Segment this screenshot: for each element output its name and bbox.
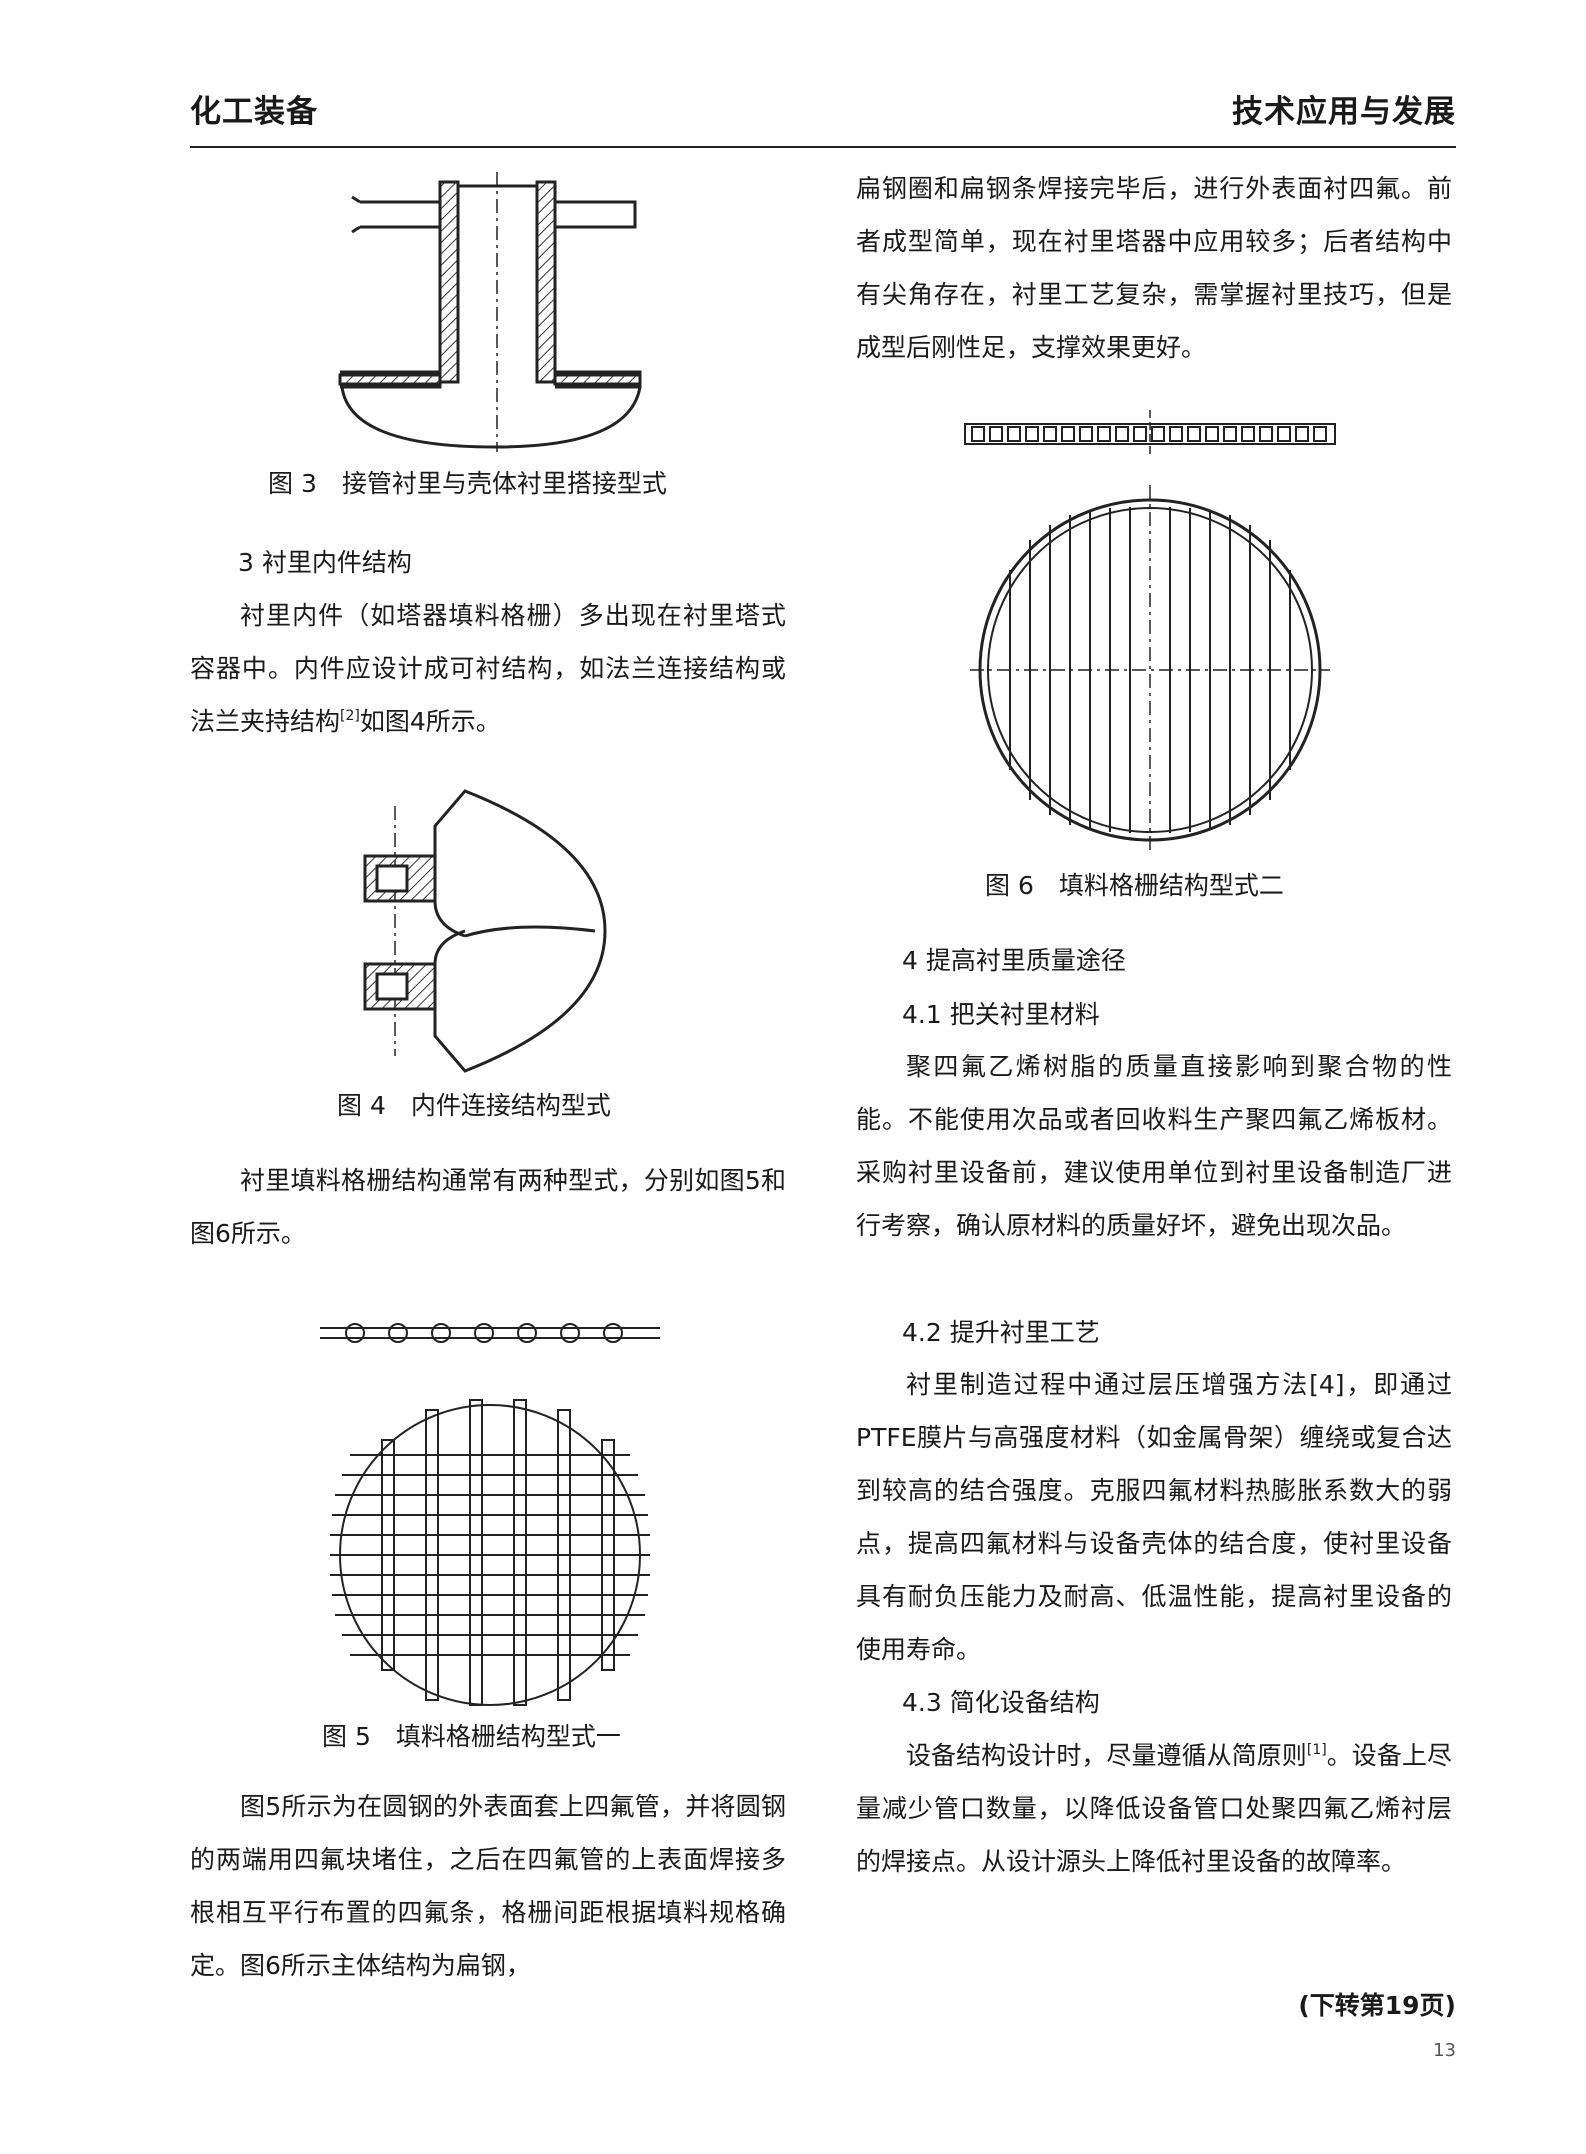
figure-4-caption: 图 4 内件连接结构型式 xyxy=(337,1091,611,1120)
figure-5 xyxy=(310,1300,670,1710)
section-4-3-text: 设备结构设计时，尽量遵循从简原则[1]。设备上尽量减少管口数量，以降低设备管口处… xyxy=(856,1741,1452,1876)
section-name: 技术应用与发展 xyxy=(1232,94,1456,130)
figure-3-caption: 图 3 接管衬里与壳体衬里搭接型式 xyxy=(268,469,667,498)
figure-6 xyxy=(960,410,1340,850)
citation-ref: [2] xyxy=(340,708,360,724)
figure-4 xyxy=(355,786,625,1076)
continued-note: (下转第19页) xyxy=(1298,1991,1456,2020)
page-number: 13 xyxy=(1433,2040,1456,2061)
citation-ref: [1] xyxy=(1306,1742,1327,1758)
section-3-heading: 3 衬里内件结构 xyxy=(238,548,412,577)
section-4-2-heading: 4.2 提升衬里工艺 xyxy=(902,1318,1100,1347)
section-3-paragraph-3: 图5所示为在圆钢的外表面套上四氟管，并将圆钢的两端用四氟块堵住，之后在四氟管的上… xyxy=(190,1792,786,1980)
section-3-paragraph-1: 衬里内件（如塔器填料格栅）多出现在衬里塔式容器中。内件应设计成可衬结构，如法兰连… xyxy=(190,601,786,736)
figure-6-caption: 图 6 填料格栅结构型式二 xyxy=(985,871,1284,900)
section-4-1-heading: 4.1 把关衬里材料 xyxy=(902,1000,1100,1029)
section-4-1-text: 聚四氟乙烯树脂的质量直接影响到聚合物的性能。不能使用次品或者回收料生产聚四氟乙烯… xyxy=(856,1052,1452,1240)
section-4-2-text: 衬里制造过程中通过层压增强方法[4]，即通过PTFE膜片与高强度材料（如金属骨架… xyxy=(856,1370,1452,1664)
figure-5-caption: 图 5 填料格栅结构型式一 xyxy=(322,1722,621,1751)
journal-name: 化工装备 xyxy=(190,94,318,130)
paragraph-continued: 扁钢圈和扁钢条焊接完毕后，进行外表面衬四氟。前者成型简单，现在衬里塔器中应用较多… xyxy=(856,174,1452,362)
figure-3 xyxy=(330,172,650,452)
section-3-paragraph-2: 衬里填料格栅结构通常有两种型式，分别如图5和图6所示。 xyxy=(190,1166,786,1248)
header-rule xyxy=(190,146,1456,148)
section-4-heading: 4 提高衬里质量途径 xyxy=(902,946,1126,975)
section-4-3-heading: 4.3 简化设备结构 xyxy=(902,1688,1100,1717)
